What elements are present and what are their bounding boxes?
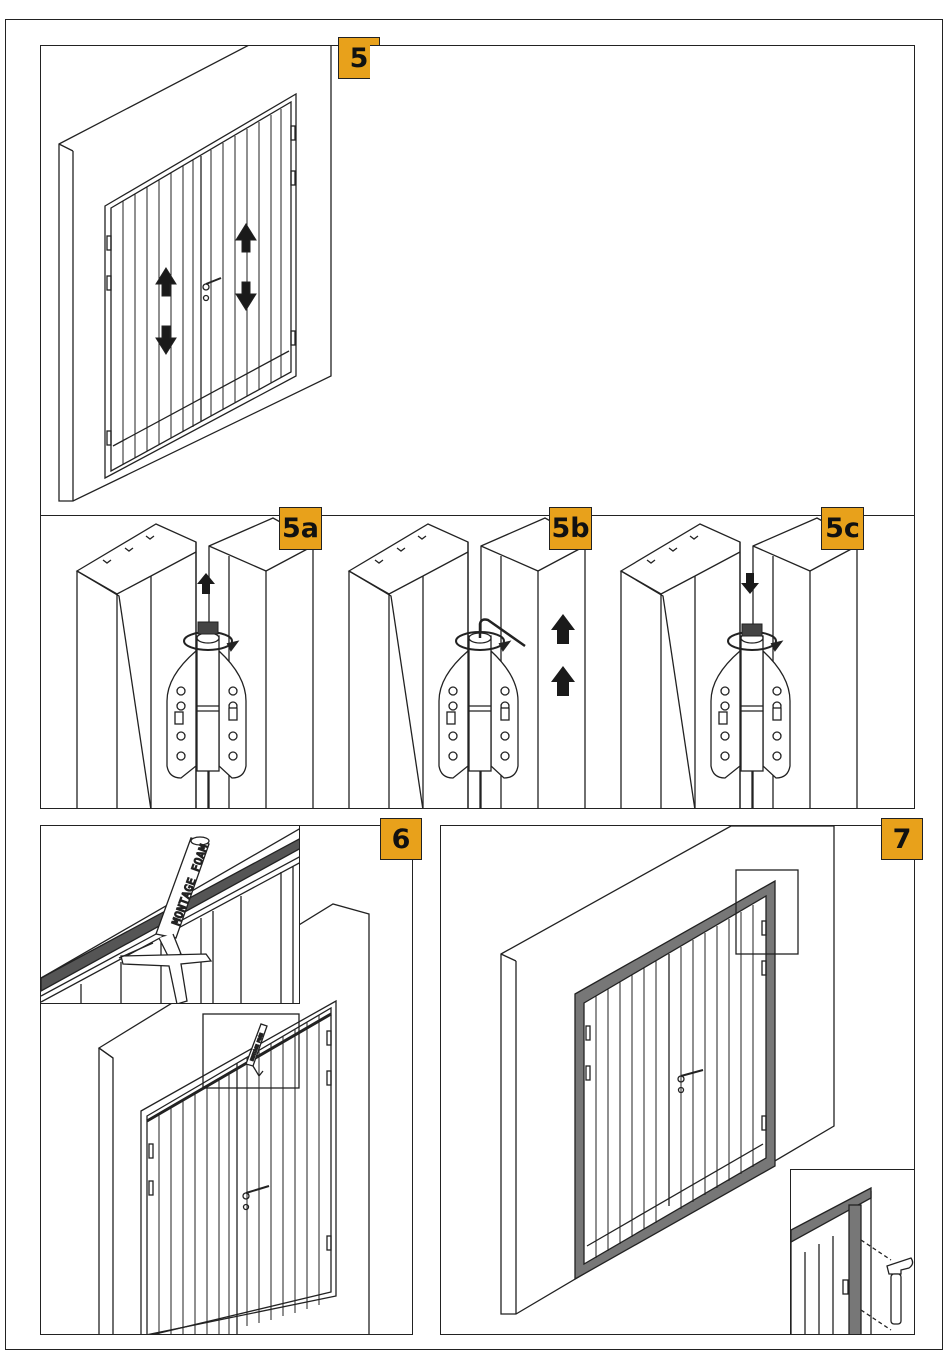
hinge-illustrations [41, 516, 915, 809]
panel-step-7 [440, 825, 915, 1335]
hinge-icon [167, 633, 246, 778]
up-arrow-icon [197, 573, 215, 594]
step-badge-6: 6 [380, 818, 422, 860]
foam-can-icon: MONTAGE FOAM [119, 837, 211, 1004]
door-illustration-step-5 [41, 46, 371, 516]
step-badge-7: 7 [881, 818, 923, 860]
inset-hammer-detail [790, 1169, 915, 1335]
hammer-icon [887, 1258, 913, 1324]
panel-step-5abc [40, 515, 915, 809]
hinge-icon [711, 633, 790, 778]
step-badge-5b: 5b [549, 507, 592, 550]
step-badge-5c: 5c [821, 507, 864, 550]
up-arrow-icon [551, 614, 575, 696]
panel-empty [370, 45, 915, 516]
panel-step-5 [40, 45, 371, 516]
down-arrow-icon [741, 573, 759, 594]
hinge-icon [439, 633, 518, 778]
panel-step-6: MONTAGE FOAM [40, 825, 413, 1335]
inset-foam-detail: MONTAGE FOAM [40, 825, 300, 1004]
step-badge-5a: 5a [279, 507, 322, 550]
